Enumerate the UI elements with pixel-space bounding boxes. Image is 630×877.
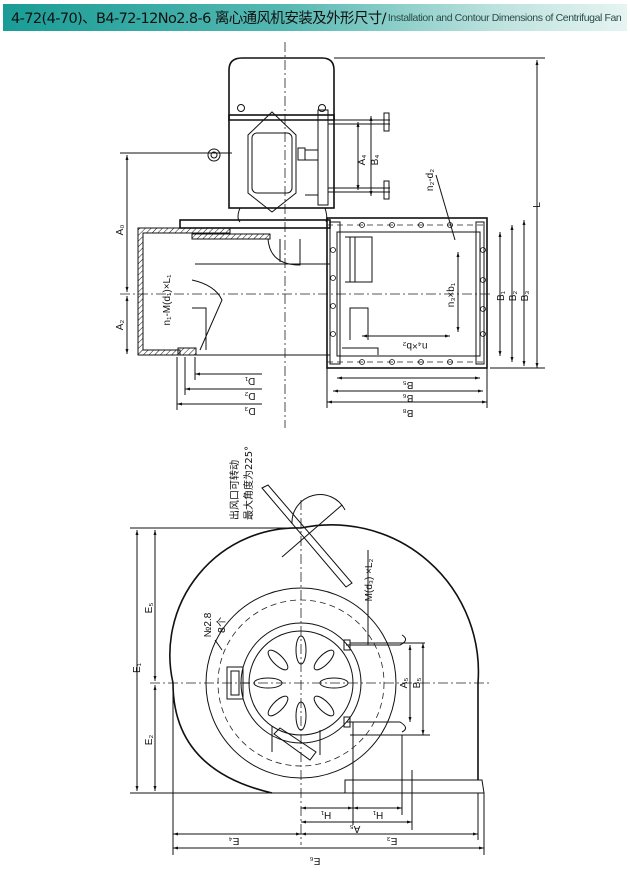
page-header: 4-72(4-70)、B4-72-12No2.8-6 离心通风机安装及外形尺寸/… [3, 4, 627, 31]
outlet-flange [326, 217, 488, 369]
motor-bolt-dimensions: A₄ B₄ [356, 116, 381, 196]
header-subtitle: Installation and Contour Dimensions of C… [387, 11, 622, 24]
note-outlet-rotatable: 出风口可转动 [228, 460, 241, 520]
label-md3-l2: M(d₃) ×L₂ [364, 559, 375, 602]
label-h1-right: H₁ [372, 809, 383, 820]
label-d1: D₁ [244, 375, 255, 386]
fan-housing [137, 219, 331, 356]
label-e3: E₃ [387, 835, 398, 846]
label-e1: E₁ [132, 662, 143, 673]
label-n2-d2: n₂-d₂ [425, 169, 436, 191]
label-a2: A₂ [115, 320, 126, 331]
label-n3-b1: n₃×b₁ [446, 282, 457, 307]
header-title: 4-72(4-70)、B4-72-12No2.8-6 离心通风机安装及外形尺寸/ [11, 11, 387, 27]
label-e6: E₆ [310, 855, 321, 866]
label-e4: E₄ [229, 835, 240, 846]
motor [120, 57, 390, 223]
fan-base [344, 779, 485, 794]
label-n1-bolts: n₁-M(d₁)×L₁ [162, 274, 173, 326]
label-no-2-8: №2.8 [203, 612, 214, 637]
mounting-bolts [346, 634, 406, 733]
label-b2: B₂ [508, 291, 519, 302]
label-b4: B₄ [370, 155, 381, 166]
label-b5-side: B₅ [403, 379, 414, 390]
label-b5-front: B₅ [412, 678, 423, 689]
label-h1-left: H₁ [320, 809, 331, 820]
vent-slots [253, 635, 349, 731]
label-a0: A₀ [115, 225, 126, 236]
outlet-rotation-note: 出风口可转动 最大角度为225° [228, 446, 353, 588]
label-b8: B₈ [403, 407, 414, 418]
side-dimensions: L B₁ B₂ B₃ A₀ A₂ n₁-M(d₁)×L₁ n₃×b₁ n₄×b₂… [115, 57, 545, 418]
label-b1: B₁ [496, 290, 507, 301]
note-max-angle: 最大角度为225° [242, 446, 255, 520]
label-8-pieces: 8个 [216, 617, 228, 633]
label-a5: A₅ [399, 678, 410, 689]
label-b3: B₃ [520, 291, 531, 302]
label-d2: D₂ [244, 390, 255, 401]
label-n4-b2: n₄×b₂ [402, 340, 427, 351]
front-view: 出风口可转动 最大角度为225° E₁ E₅ E₂ №2.8 8个 M(d₃) … [130, 446, 490, 866]
scroll-casing [169, 524, 480, 794]
side-view: A₄ B₄ [115, 42, 545, 428]
label-b6: B₆ [403, 392, 414, 403]
label-e2: E₂ [144, 735, 155, 746]
label-a5-bottom: A₅ [350, 823, 361, 834]
label-l: L [532, 202, 543, 208]
label-e5: E₅ [144, 603, 155, 614]
label-a4: A₄ [357, 155, 368, 166]
label-d3: D₃ [244, 405, 255, 416]
front-dimensions: E₁ E₅ E₂ №2.8 8个 M(d₃) ×L₂ A₅ B₅ [130, 527, 485, 866]
